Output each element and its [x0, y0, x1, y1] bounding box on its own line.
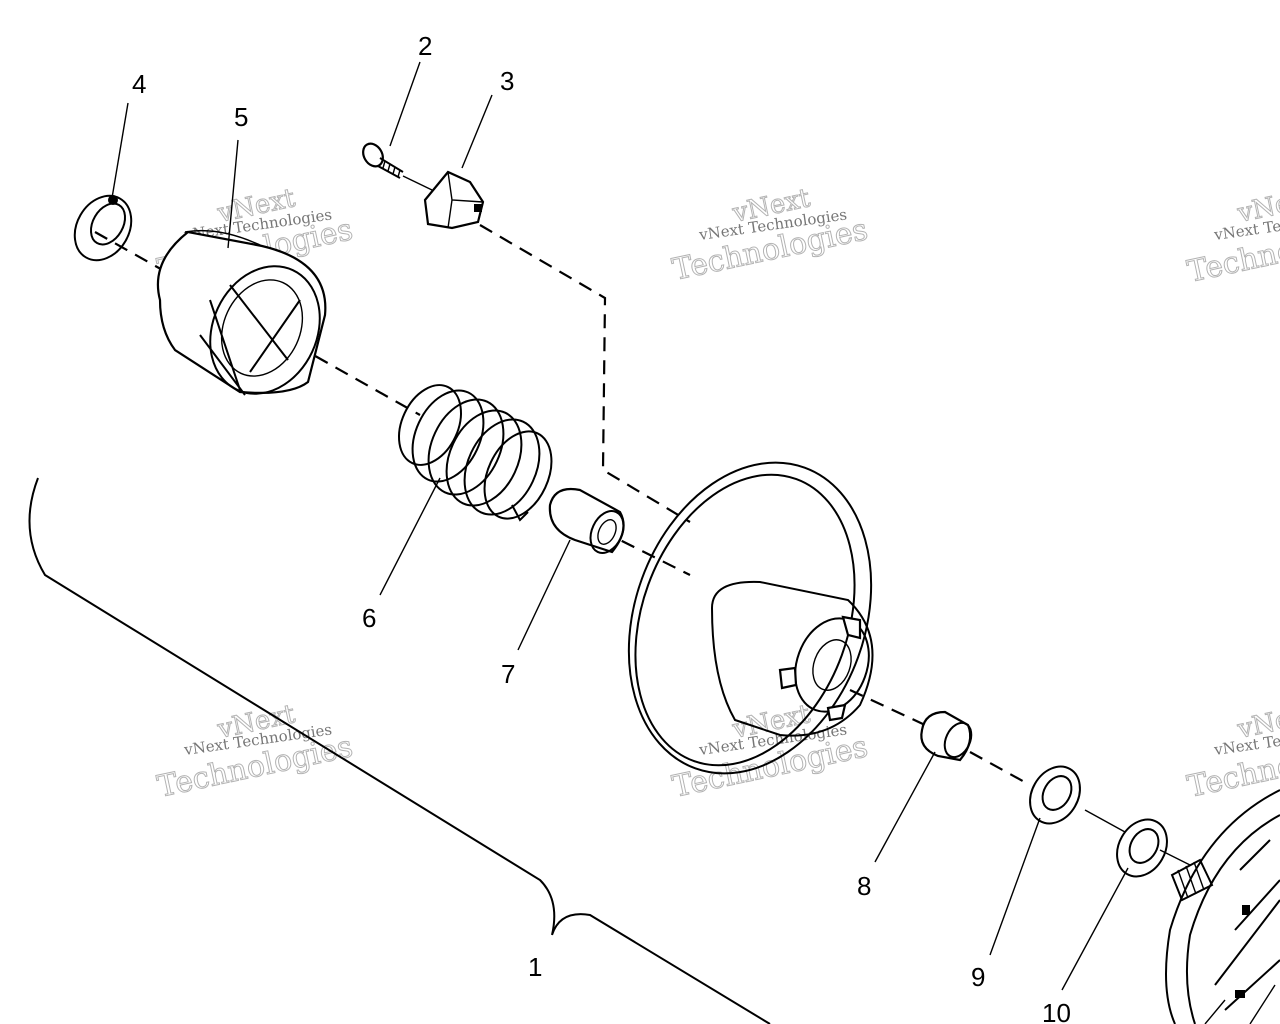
part-7-bushing — [548, 487, 625, 554]
part-8-bushing — [920, 710, 973, 762]
callout-9: 9 — [971, 962, 985, 992]
callout-1: 1 — [528, 952, 542, 982]
callout-4: 4 — [132, 69, 146, 99]
part-3-button — [423, 170, 691, 523]
watermark-6: vNext Technologies vNext Technologies — [1184, 699, 1280, 806]
callout-3: 3 — [500, 66, 514, 96]
part-6-spring — [398, 384, 553, 522]
callout-5: 5 — [234, 102, 248, 132]
watermark-4: vNext Technologies vNext Technologies — [154, 699, 356, 806]
callout-8: 8 — [857, 871, 871, 901]
watermark-2: vNext Technologies vNext Technologies — [669, 183, 871, 289]
callouts: 1 2 3 4 5 6 7 8 9 10 — [132, 31, 1071, 1024]
callout-6: 6 — [362, 603, 376, 633]
sheave-disc — [627, 461, 874, 775]
watermark-3: vNext Technologies vNext Technologies — [1184, 183, 1280, 291]
part-9-washer — [1029, 765, 1081, 825]
stationary-sheave — [1165, 789, 1280, 1024]
part-10-washer — [1116, 818, 1168, 878]
part-5-cover — [156, 229, 327, 396]
part-4-snap-ring — [73, 194, 133, 262]
leader-lines — [111, 61, 1129, 991]
callout-2: 2 — [418, 31, 432, 61]
callout-7: 7 — [501, 659, 515, 689]
callout-10: 10 — [1042, 998, 1071, 1024]
part-2-screw — [362, 142, 433, 191]
assembly-bracket — [28, 477, 771, 1024]
